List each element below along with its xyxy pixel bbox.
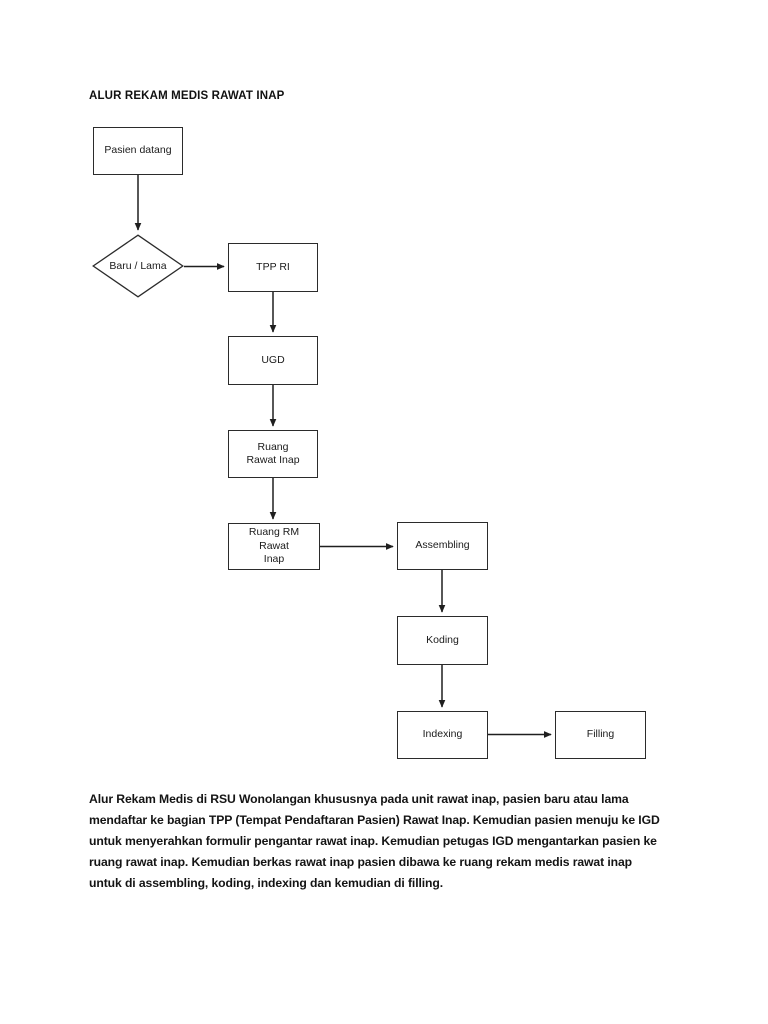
flowchart-connectors	[134, 175, 552, 738]
flow-node-pasien-datang[interactable]: Pasien datang	[93, 127, 183, 175]
flow-node-label: TPP RI	[256, 260, 290, 273]
flow-node-assembling[interactable]: Assembling	[397, 522, 488, 570]
flow-node-label: Ruang RM Rawat Inap	[248, 526, 300, 566]
flowchart: Pasien datang Baru / Lama TPP RI UGD Rua…	[92, 127, 646, 759]
page-title: ALUR REKAM MEDIS RAWAT INAP	[89, 90, 285, 102]
flow-node-label: Assembling	[415, 539, 470, 552]
diamond-shape	[92, 234, 184, 298]
flow-node-indexing[interactable]: Indexing	[397, 711, 488, 759]
description-paragraph: Alur Rekam Medis di RSU Wonolangan khusu…	[89, 792, 660, 891]
flow-node-label: Filling	[586, 728, 615, 741]
flow-node-label: Pasien datang	[104, 144, 172, 157]
flow-node-koding[interactable]: Koding	[397, 616, 488, 665]
flow-node-label: UGD	[261, 353, 285, 366]
flow-node-label: Indexing	[422, 728, 463, 741]
flow-node-label: Ruang Rawat Inap	[246, 440, 300, 466]
flow-node-baru-lama[interactable]: Baru / Lama	[92, 234, 184, 298]
flow-node-label: Koding	[426, 633, 459, 646]
flow-node-ruang-rawat-inap[interactable]: Ruang Rawat Inap	[228, 430, 318, 478]
flow-node-filling[interactable]: Filling	[555, 711, 646, 759]
flow-node-label: Baru / Lama	[109, 260, 167, 272]
flow-node-tpp-ri[interactable]: TPP RI	[228, 243, 318, 292]
flow-node-ugd[interactable]: UGD	[228, 336, 318, 385]
flow-node-ruang-rm-rawat-inap[interactable]: Ruang RM Rawat Inap	[228, 523, 320, 570]
